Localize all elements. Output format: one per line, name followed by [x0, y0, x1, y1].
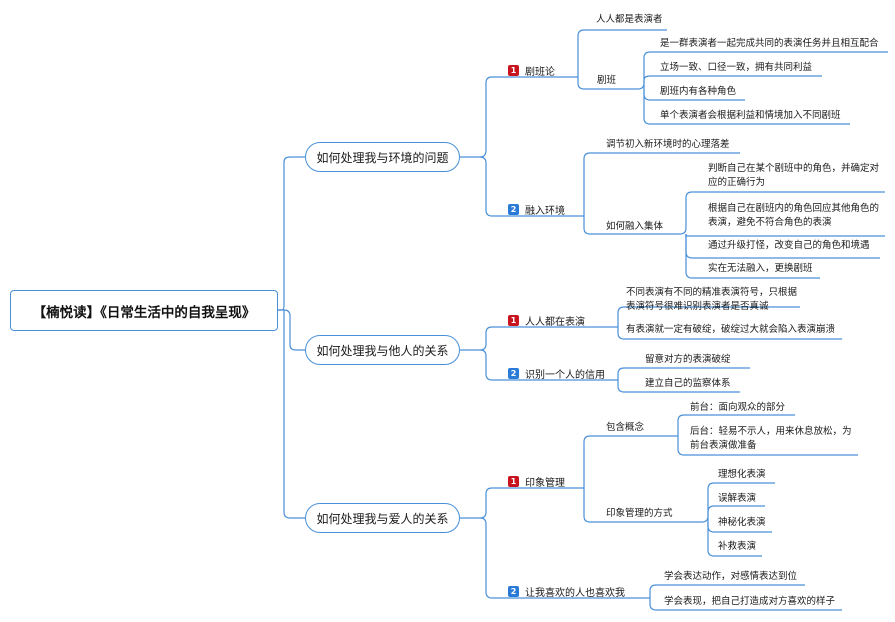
priority-badge: 1 [508, 315, 519, 326]
leaf-item[interactable]: 根据自己在剧班内的角色回应其他角色的表演，避免不符合角色的表演 [708, 203, 880, 228]
sub-label: 融入环境 [525, 206, 565, 217]
sub-blend-in[interactable]: 2 融入环境 [508, 202, 565, 217]
link-biaoyan-2 [617, 327, 842, 340]
leaf-item[interactable]: 判断自己在某个剧班中的角色，并确定对应的正确行为 [708, 163, 880, 188]
leaf-item[interactable]: 学会表现，把自己打造成对方喜欢的样子 [664, 596, 836, 607]
link-gainian-1 [677, 414, 795, 436]
link-fangshi-4 [707, 522, 762, 557]
link-jubanlun-1 [577, 29, 667, 77]
root-node[interactable]: 【楠悦读】《日常生活中的自我呈现》 [10, 290, 278, 331]
leaf-item[interactable]: 留意对方的表演破绽 [645, 354, 731, 365]
link-juban-1 [627, 51, 888, 90]
link-xinyong-2 [617, 380, 740, 393]
priority-badge: 2 [508, 368, 519, 379]
leaf-item[interactable]: 通过升级打怪，改变自己的角色和境遇 [708, 240, 870, 251]
link-topic3-sub1 [460, 487, 584, 519]
node-adjust-mindset[interactable]: 调节初入新环境时的心理落差 [606, 139, 730, 150]
leaf-item[interactable]: 不同表演有不同的精准表演符号，只根据表演符号很难识别表演者是否真诚 [626, 287, 798, 312]
topic-others[interactable]: 如何处理我与他人的关系 [305, 335, 460, 365]
link-biaoyan-1 [617, 306, 800, 327]
leaf-item[interactable]: 神秘化表演 [718, 517, 766, 528]
leaf-item[interactable]: 理想化表演 [718, 469, 766, 480]
node-methods[interactable]: 印象管理的方式 [606, 508, 673, 519]
link-fangshi-2 [707, 505, 765, 522]
sub-juban-theory[interactable]: 1 剧班论 [508, 63, 555, 78]
sub-label: 识别一个人的信用 [525, 370, 605, 381]
sub-impression-mgmt[interactable]: 1 印象管理 [508, 474, 565, 489]
node-join-group[interactable]: 如何融入集体 [606, 221, 664, 232]
link-jubanlun-2 [577, 77, 627, 90]
leaf-item[interactable]: 建立自己的监察体系 [645, 378, 731, 389]
link-xihuan-2 [649, 598, 842, 611]
link-root-topic1 [278, 156, 305, 311]
sub-identify-credit[interactable]: 2 识别一个人的信用 [508, 366, 605, 381]
link-jiti-2 [685, 234, 885, 237]
priority-badge: 1 [508, 65, 519, 76]
link-gainian-2 [677, 436, 858, 456]
node-everyone-performer[interactable]: 人人都是表演者 [596, 14, 663, 25]
link-jiti-4 [685, 234, 820, 279]
link-topic1-sub2 [479, 156, 578, 217]
sub-label: 让我喜欢的人也喜欢我 [525, 588, 625, 599]
topic-lover[interactable]: 如何处理我与爱人的关系 [305, 503, 460, 533]
link-jiti-1 [670, 191, 885, 235]
leaf-item[interactable]: 单个表演者会根据利益和情境加入不同剧班 [660, 110, 841, 121]
leaf-item[interactable]: 学会表达动作，对感情表达到位 [664, 571, 798, 582]
sub-label: 人人都在表演 [525, 317, 585, 328]
link-fangshi-1 [693, 482, 775, 523]
link-juban-4 [643, 89, 850, 125]
leaf-item[interactable]: 补救表演 [718, 541, 757, 552]
link-topic3-sub2 [479, 517, 650, 599]
priority-badge: 2 [508, 204, 519, 215]
link-xinyong-1 [617, 367, 750, 380]
sub-label: 印象管理 [525, 478, 565, 489]
leaf-item[interactable]: 是一群表演者一起完成共同的表演任务并且相互配合 [660, 38, 879, 49]
link-root-topic2 [278, 309, 305, 351]
node-concepts[interactable]: 包含概念 [606, 422, 645, 433]
leaf-item[interactable]: 后台：轻易不示人，用来休息放松，为前台表演做准备 [690, 426, 852, 451]
leaf-item[interactable]: 剧班内有各种角色 [660, 86, 737, 97]
leaf-item[interactable]: 立场一致、口径一致，拥有共同利益 [660, 62, 813, 73]
link-topic2-sub1 [460, 326, 618, 351]
priority-badge: 2 [508, 586, 519, 597]
sub-make-liked[interactable]: 2 让我喜欢的人也喜欢我 [508, 584, 625, 599]
link-root-topic3 [283, 310, 305, 519]
sub-everyone-acting[interactable]: 1 人人都在表演 [508, 313, 585, 328]
topic-environment[interactable]: 如何处理我与环境的问题 [305, 142, 460, 172]
link-rongru-1 [578, 152, 740, 217]
leaf-item[interactable]: 实在无法融入，更换剧班 [708, 263, 813, 274]
link-topic2-sub2 [479, 349, 618, 381]
sub-label: 剧班论 [525, 67, 555, 78]
priority-badge: 1 [508, 476, 519, 487]
link-juban-2 [643, 75, 822, 89]
leaf-item[interactable]: 误解表演 [718, 493, 757, 504]
link-xihuan-1 [649, 584, 805, 598]
leaf-item[interactable]: 前台：面向观众的部分 [690, 402, 786, 413]
link-topic1-sub1 [460, 76, 578, 158]
leaf-item[interactable]: 有表演就一定有破绽，破绽过大就会陷入表演崩溃 [626, 324, 836, 335]
node-juban[interactable]: 剧班 [597, 75, 617, 86]
link-yinxiang-2 [583, 488, 693, 523]
link-rongru-2 [583, 216, 670, 235]
link-yinxiang-1 [583, 435, 678, 488]
